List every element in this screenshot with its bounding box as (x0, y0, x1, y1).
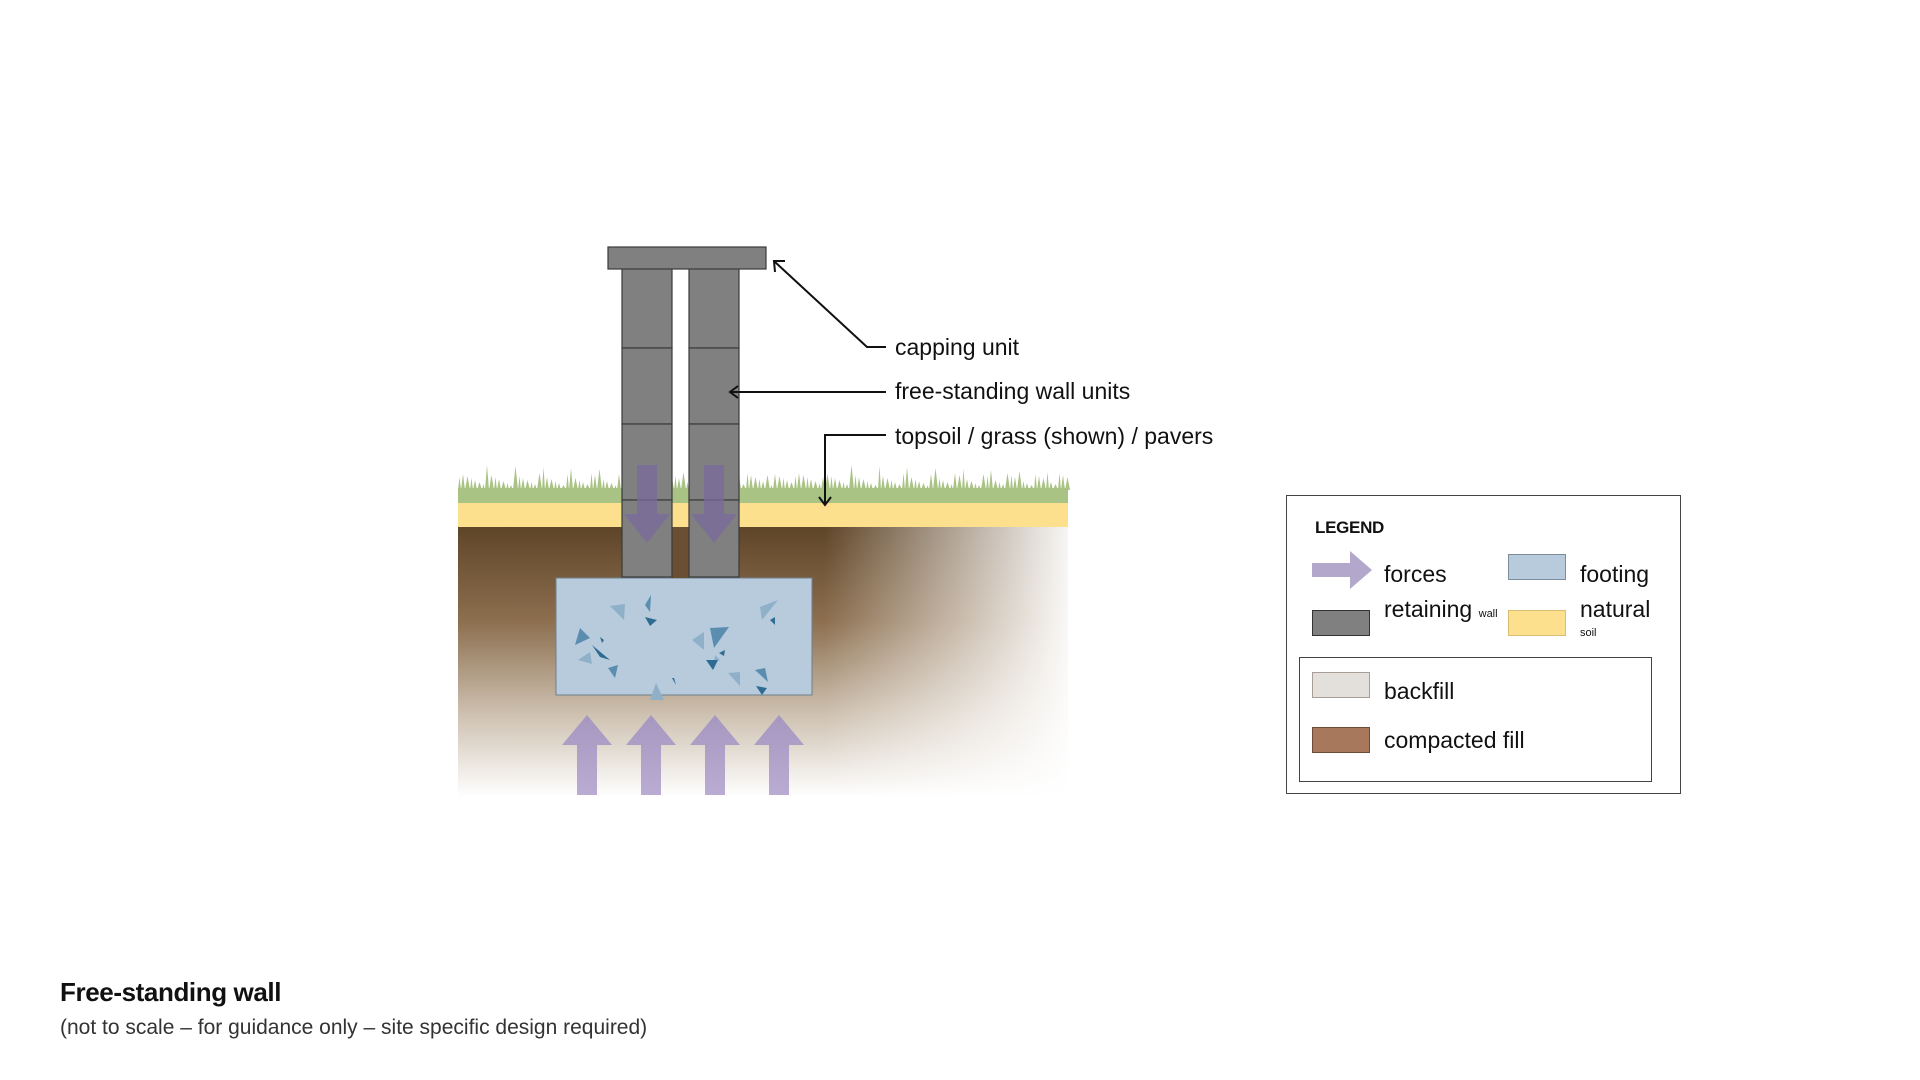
leader-arrowhead (728, 385, 739, 399)
aggregate-chip (770, 617, 775, 625)
leader-capping-unit (774, 261, 886, 348)
legend-label-natural-sub: soil (1580, 627, 1597, 639)
force-arrow-up-icon (562, 715, 612, 795)
force-arrow-up-icon (754, 715, 804, 795)
aggregate-chip (645, 595, 651, 612)
aggregate-chip (608, 665, 618, 678)
capping-unit (607, 246, 767, 270)
diagram-subtitle: (not to scale – for guidance only – site… (60, 1016, 648, 1039)
legend-label-backfill: backfill (1384, 678, 1455, 704)
aggregate-chip (645, 617, 657, 626)
aggregate-chip (575, 628, 590, 645)
grass-layer (458, 488, 1068, 503)
wall-gap-soil (672, 527, 689, 578)
legend: LEGEND forces footing retaining wall nat… (1286, 495, 1681, 794)
aggregate-chip (728, 672, 740, 686)
force-arrow-down-icon (624, 465, 670, 543)
aggregate-chip (578, 652, 592, 664)
leader-arrowhead (818, 496, 832, 507)
aggregate-chip (755, 668, 768, 682)
legend-label-forces: forces (1384, 561, 1447, 587)
legend-label-retaining-main: retaining (1384, 596, 1473, 622)
footing (555, 577, 813, 700)
diagram-title: Free-standing wall (60, 977, 282, 1007)
callout-leaders (728, 260, 886, 507)
callout-capping-unit: capping unit (895, 334, 1020, 360)
compacted-fill-swatch (1312, 727, 1370, 753)
forces-arrow-icon (1312, 551, 1372, 589)
force-arrow-down-icon (691, 465, 737, 543)
wall-unit (688, 267, 740, 349)
callout-wall-units: free-standing wall units (895, 378, 1131, 404)
aggregate-chip (719, 650, 725, 656)
legend-title: LEGEND (1315, 518, 1385, 537)
callout-topsoil: topsoil / grass (shown) / pavers (895, 423, 1214, 449)
legend-label-retaining-sub: wall (1478, 608, 1498, 620)
retaining-wall-swatch (1312, 610, 1370, 636)
legend-fill-group: backfill compacted fill (1299, 657, 1652, 782)
aggregate-chip (760, 600, 778, 620)
legend-label-natural: natural (1580, 596, 1651, 622)
down-force-arrows (624, 465, 737, 543)
backfill-swatch (1312, 672, 1370, 698)
legend-label-footing: footing (1580, 561, 1650, 587)
legend-label-retaining: retaining wall (1384, 598, 1498, 621)
leader-arrowhead (772, 260, 785, 273)
aggregate-chip (600, 637, 604, 643)
wall-unit (688, 347, 740, 425)
aggregate-chip (710, 627, 729, 648)
leader-topsoil (824, 434, 886, 505)
aggregate-chip (706, 660, 718, 670)
aggregate-chip (650, 683, 664, 700)
force-arrow-up-icon (626, 715, 676, 795)
force-arrow-up-icon (690, 715, 740, 795)
aggregate-chip (672, 678, 676, 685)
wall-unit (688, 423, 740, 501)
footing-block (555, 577, 813, 696)
up-force-arrows (562, 715, 804, 795)
aggregate-chip (610, 604, 625, 620)
footing-swatch (1508, 554, 1566, 580)
free-standing-wall (607, 246, 767, 578)
legend-label-compacted-fill: compacted fill (1384, 727, 1525, 753)
wall-unit (621, 347, 673, 425)
grass-blades (458, 465, 1070, 490)
topsoil-layer (458, 502, 1068, 527)
aggregate-chip (756, 686, 767, 695)
aggregate-chip (592, 645, 610, 660)
natural-soil-swatch (1508, 610, 1566, 636)
wall-unit (621, 267, 673, 349)
footing-aggregates (575, 595, 778, 700)
aggregate-chip (692, 632, 704, 650)
